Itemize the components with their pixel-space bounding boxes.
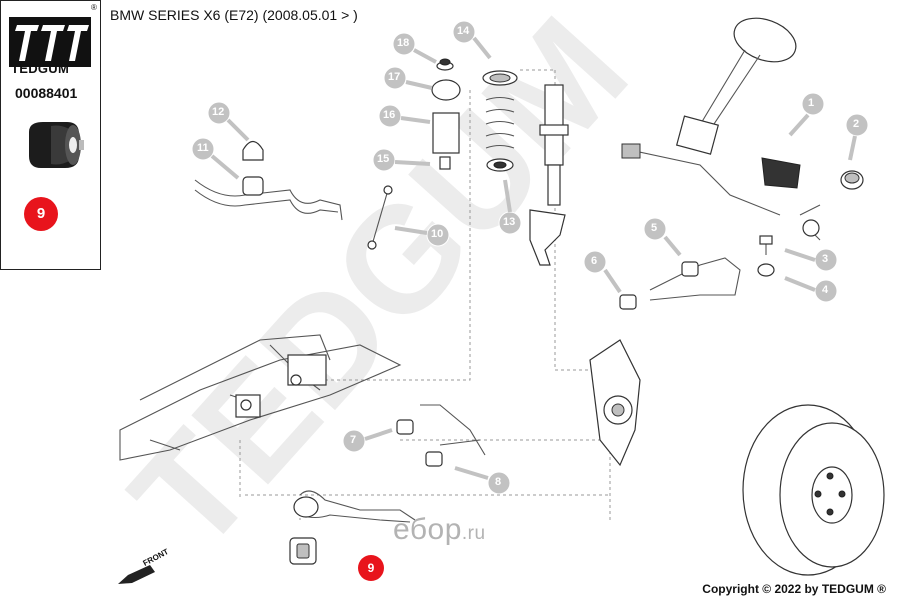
upper-control-arm — [619, 235, 775, 310]
callout-6: 6 — [591, 255, 598, 267]
callout-5: 5 — [651, 222, 658, 234]
copyright-text: Copyright © 2022 by TEDGUM ® — [702, 582, 886, 596]
callout-15: 15 — [377, 153, 390, 165]
callout-13: 13 — [503, 216, 516, 228]
part-badge: 9 — [24, 197, 58, 231]
callout-16: 16 — [383, 109, 396, 121]
control-arm-highlighted — [289, 490, 416, 565]
wheel-knuckle — [529, 209, 641, 467]
callout-3: 3 — [822, 253, 829, 265]
brand-name: TEDGUM — [11, 61, 70, 76]
stabilizer-bar — [194, 140, 393, 250]
strut-assembly — [431, 58, 569, 206]
callout-18: 18 — [397, 37, 410, 49]
callout-12: 12 — [212, 106, 225, 118]
highlight-callout-9: 9 — [358, 555, 384, 581]
bushing-thumbnail-icon — [29, 122, 84, 168]
part-info-panel: ® TEDGUM 00088401 9 — [0, 0, 101, 270]
callout-2: 2 — [853, 118, 860, 130]
page-title: BMW SERIES X6 (E72) (2008.05.01 > ) — [110, 7, 358, 23]
site-watermark: ебор.ru — [393, 513, 486, 547]
site-suffix: .ru — [461, 523, 486, 544]
callout-17: 17 — [388, 71, 401, 83]
callout-11: 11 — [197, 142, 209, 154]
part-number: 00088401 — [15, 85, 78, 101]
subframe — [119, 334, 402, 461]
tedgum-logo-icon — [9, 17, 91, 67]
callout-1: 1 — [808, 97, 815, 109]
callout-8: 8 — [495, 476, 502, 488]
callout-7: 7 — [350, 434, 357, 446]
callout-10: 10 — [431, 228, 444, 240]
lower-control-arm — [396, 404, 486, 467]
steering-assembly — [621, 17, 864, 241]
registered-mark: ® — [91, 3, 97, 12]
callout-14: 14 — [457, 25, 470, 37]
callout-markers — [191, 20, 869, 495]
wheel — [742, 404, 885, 576]
watermark: TEDGUM — [99, 0, 659, 581]
site-name: ебор — [393, 513, 462, 546]
front-arrow — [118, 565, 155, 584]
callout-4: 4 — [822, 284, 829, 296]
